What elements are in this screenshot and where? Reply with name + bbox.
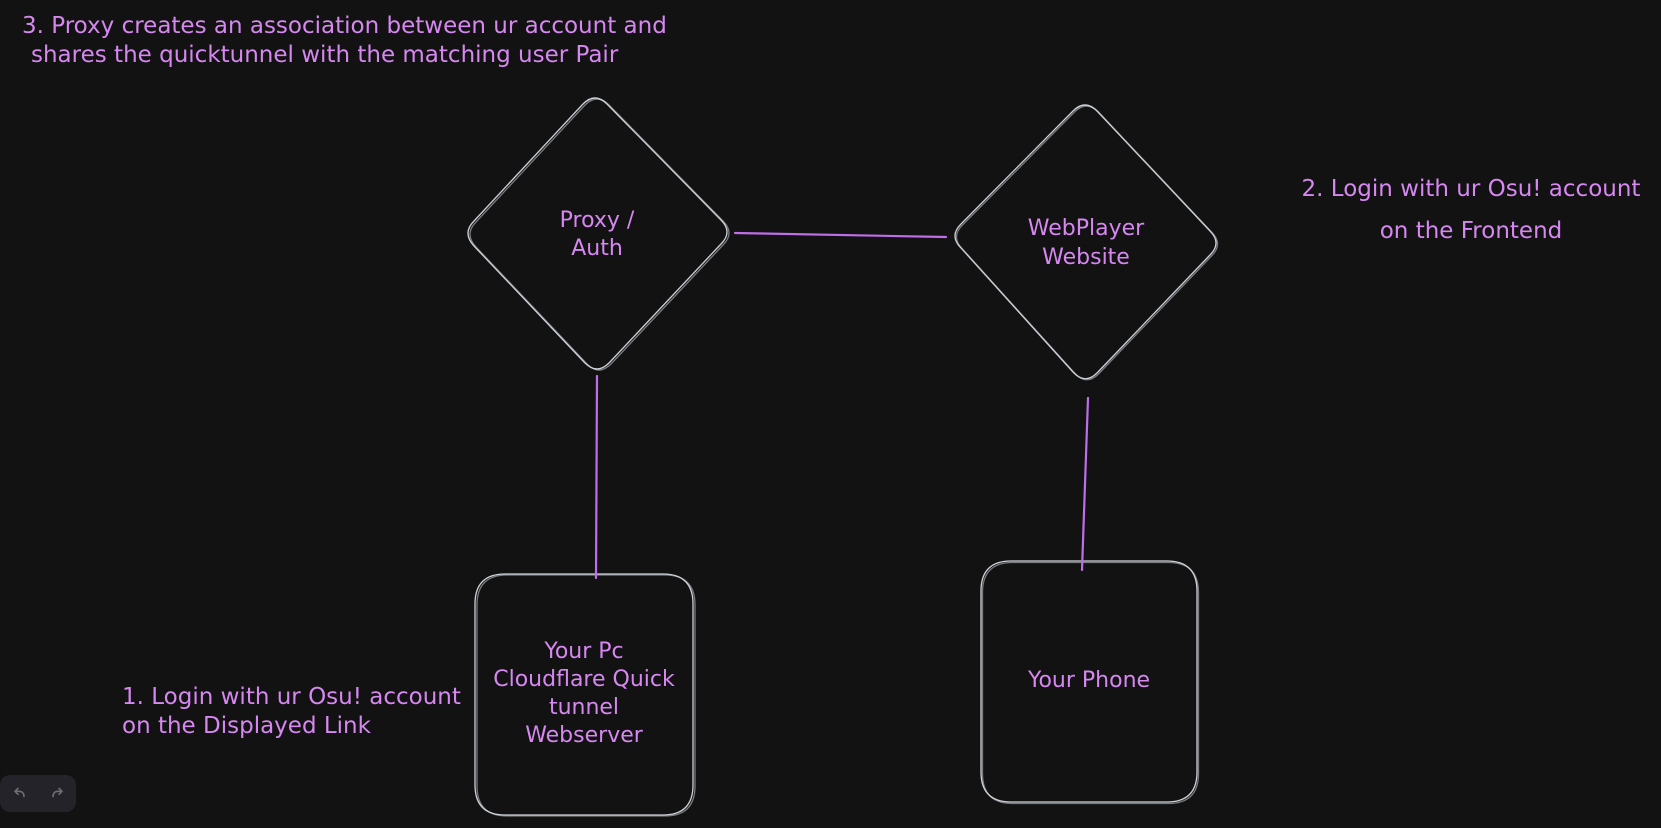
webplayer-label-line1: WebPlayer [1027, 216, 1145, 241]
proxy-auth-diamond-shape[interactable] [467, 97, 730, 371]
annotation-step2-line2: on the Frontend [1379, 218, 1563, 244]
proxy-auth-label: Proxy / Auth [497, 207, 697, 263]
proxy-auth-label-line2: Auth [571, 236, 623, 261]
connector-proxy-to-webplayer[interactable] [733, 231, 948, 239]
connector-proxy-to-pc[interactable] [594, 374, 599, 580]
redo-button[interactable] [44, 781, 70, 807]
phone-rect-shape[interactable] [980, 560, 1200, 805]
undo-icon [11, 784, 28, 804]
phone-label: Your Phone [1027, 668, 1151, 693]
annotation-step3-line1: 3. Proxy creates an association between … [22, 13, 667, 39]
pc-tunnel-label-line4: Webserver [525, 723, 643, 748]
webplayer-label: WebPlayer Website [986, 214, 1186, 272]
annotation-step3-line2: shares the quicktunnel with the matching… [31, 42, 619, 68]
annotation-step2-line1: 2. Login with ur Osu! account [1301, 176, 1641, 202]
pc-tunnel-label-line1: Your Pc [544, 639, 624, 664]
undo-button[interactable] [6, 781, 32, 807]
annotation-step1-line2: on the Displayed Link [122, 713, 371, 739]
webplayer-diamond-shape[interactable] [954, 104, 1219, 381]
history-panel [0, 775, 76, 812]
annotation-step1[interactable]: 1. Login with ur Osu! account on the Dis… [122, 683, 461, 741]
annotation-step3[interactable]: 3. Proxy creates an association between … [22, 12, 667, 70]
connector-webplayer-to-phone[interactable] [1080, 396, 1090, 572]
pc-tunnel-label-line2: Cloudflare Quick [493, 667, 675, 692]
redo-icon [49, 784, 66, 804]
annotation-step1-line1: 1. Login with ur Osu! account [122, 684, 461, 710]
webplayer-label-line2: Website [1042, 245, 1130, 270]
proxy-auth-label-line1: Proxy / [559, 208, 635, 233]
pc-tunnel-rect-shape[interactable] [474, 573, 696, 817]
annotation-step2[interactable]: 2. Login with ur Osu! account on the Fro… [1295, 168, 1647, 252]
pc-tunnel-label: Your Pc Cloudflare Quick tunnel Webserve… [484, 638, 684, 750]
pc-tunnel-label-line3: tunnel [548, 695, 620, 720]
